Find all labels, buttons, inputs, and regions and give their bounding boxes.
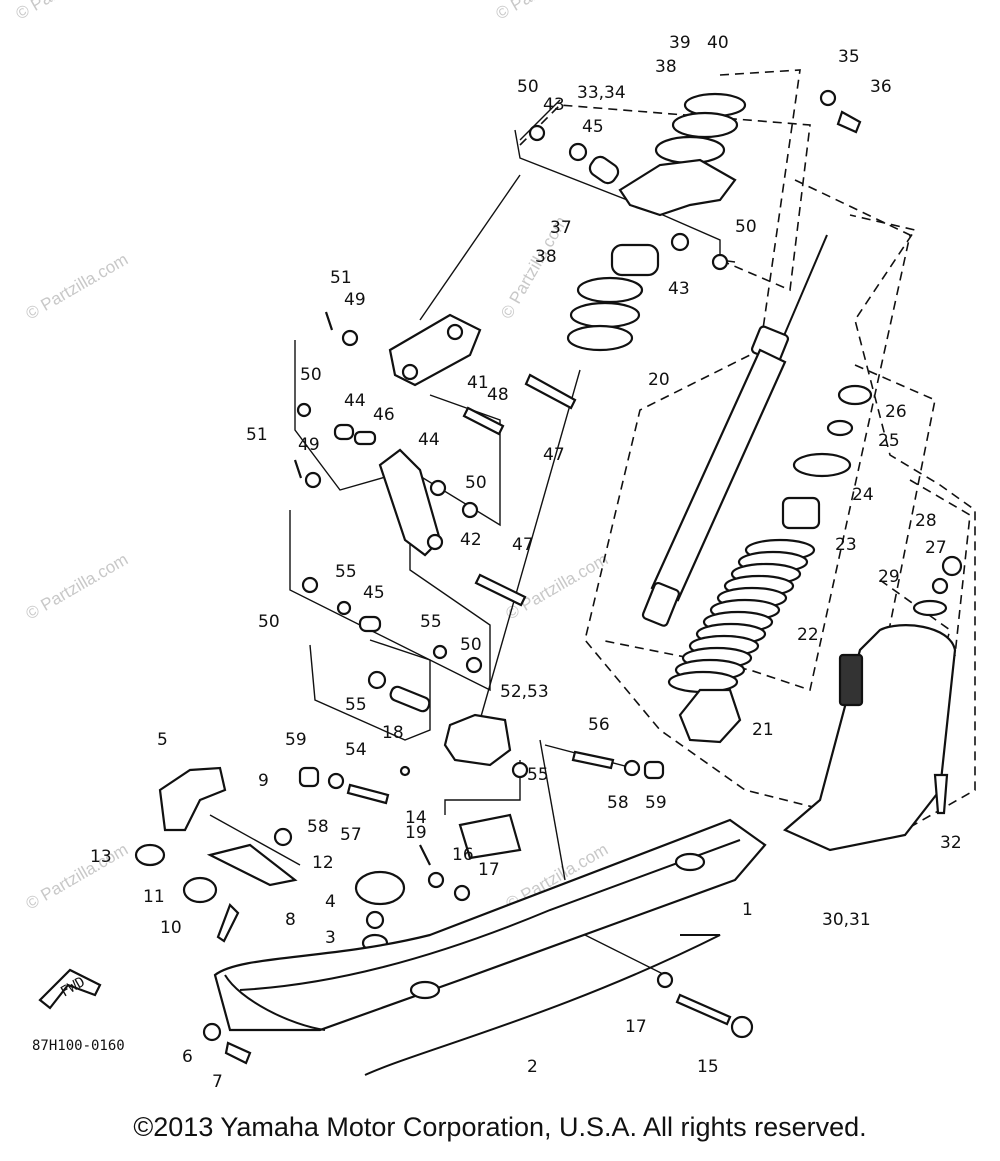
callout-label: 44	[418, 430, 440, 450]
callout-label: 27	[925, 538, 947, 558]
callout-label: 50	[300, 365, 322, 385]
callout-label: 52,53	[500, 682, 549, 702]
watermark: © Partzilla.com	[13, 0, 122, 23]
callout-label: 18	[382, 723, 404, 743]
callout-label: 41	[467, 373, 489, 393]
callout-label: 12	[312, 853, 334, 873]
callout-label: 56	[588, 715, 610, 735]
callout-label: 4	[325, 892, 336, 912]
callout-label: 24	[852, 485, 874, 505]
callout-label: 46	[373, 405, 395, 425]
callout-label: 55	[335, 562, 357, 582]
callout-label: 28	[915, 511, 937, 531]
callout-label: 59	[285, 730, 307, 750]
callout-label: 23	[835, 535, 857, 555]
callout-label: 15	[697, 1057, 719, 1077]
callout-label: 45	[582, 117, 604, 137]
callout-label: 7	[212, 1072, 223, 1092]
callout-label: 49	[344, 290, 366, 310]
callout-label: 19	[405, 823, 427, 843]
fwd-arrow: FWD	[38, 968, 102, 1010]
callout-label: 43	[668, 279, 690, 299]
callout-label: 16	[452, 845, 474, 865]
callout-label: 2	[527, 1057, 538, 1077]
upper-bracket-assembly	[528, 89, 862, 352]
pivot-bracket	[298, 670, 665, 805]
callout-labels: 1 2 3 4 5 6 7 8 9 10 11 12 13 14 15 16 1…	[90, 33, 962, 1092]
callout-label: 38	[655, 57, 677, 77]
callout-label: 17	[478, 860, 500, 880]
callout-label: 47	[543, 445, 565, 465]
callout-label: 45	[363, 583, 385, 603]
callout-label: 48	[487, 385, 509, 405]
ski-suspension-exploded-diagram: © Partzilla.com © Partzilla.com © Partzi…	[13, 0, 976, 1092]
callout-label: 42	[460, 530, 482, 550]
callout-label: 38	[535, 247, 557, 267]
callout-label: 21	[752, 720, 774, 740]
damper-housing	[782, 555, 963, 852]
callout-label: 50	[258, 612, 280, 632]
callout-label: 51	[246, 425, 268, 445]
diagram-part-number: 87H100-0160	[32, 1038, 125, 1054]
callout-label: 59	[645, 793, 667, 813]
watermark: © Partzilla.com	[23, 550, 132, 624]
callout-label: 13	[90, 847, 112, 867]
callout-label: 29	[878, 567, 900, 587]
callout-label: 50	[735, 217, 757, 237]
callout-label: 25	[878, 431, 900, 451]
callout-label: 40	[707, 33, 729, 53]
callout-label: 22	[797, 625, 819, 645]
callout-label: 57	[340, 825, 362, 845]
callout-label: 55	[345, 695, 367, 715]
callout-label: 1	[742, 900, 753, 920]
callout-label: 50	[465, 473, 487, 493]
copyright-notice: ©2013 Yamaha Motor Corporation, U.S.A. A…	[133, 1112, 867, 1142]
callout-label: 14	[405, 808, 427, 828]
lower-link	[293, 402, 527, 674]
watermark: © Partzilla.com	[23, 250, 132, 324]
ski-assembly	[134, 766, 767, 1076]
callout-label: 50	[460, 635, 482, 655]
callout-label: 20	[648, 370, 670, 390]
callout-label: 6	[182, 1047, 193, 1067]
callout-label: 49	[298, 435, 320, 455]
callout-label: 55	[420, 612, 442, 632]
callout-label: 47	[512, 535, 534, 555]
callout-label: 51	[330, 268, 352, 288]
callout-label: 35	[838, 47, 860, 67]
callout-label: 43	[543, 95, 565, 115]
callout-label: 30,31	[822, 910, 871, 930]
callout-label: 54	[345, 740, 367, 760]
callout-label: 9	[258, 771, 269, 791]
spring-assembly	[667, 384, 873, 744]
callout-label: 37	[550, 218, 572, 238]
callout-label: 10	[160, 918, 182, 938]
callout-label: 5	[157, 730, 168, 750]
callout-label: 58	[307, 817, 329, 837]
watermark: © Partzilla.com	[23, 840, 132, 914]
callout-label: 33,34	[577, 83, 626, 103]
callout-label: 11	[143, 887, 165, 907]
upper-link	[324, 311, 577, 436]
callout-label: 32	[940, 833, 962, 853]
callout-label: 44	[344, 391, 366, 411]
callout-label: 26	[885, 402, 907, 422]
callout-label: 8	[285, 910, 296, 930]
watermark: © Partzilla.com	[493, 0, 602, 23]
callout-label: 55	[527, 765, 549, 785]
callout-label: 3	[325, 928, 336, 948]
callout-label: 50	[517, 77, 539, 97]
callout-label: 17	[625, 1017, 647, 1037]
callout-label: 36	[870, 77, 892, 97]
callout-label: 39	[669, 33, 691, 53]
shock-absorber	[641, 234, 828, 627]
callout-label: 58	[607, 793, 629, 813]
